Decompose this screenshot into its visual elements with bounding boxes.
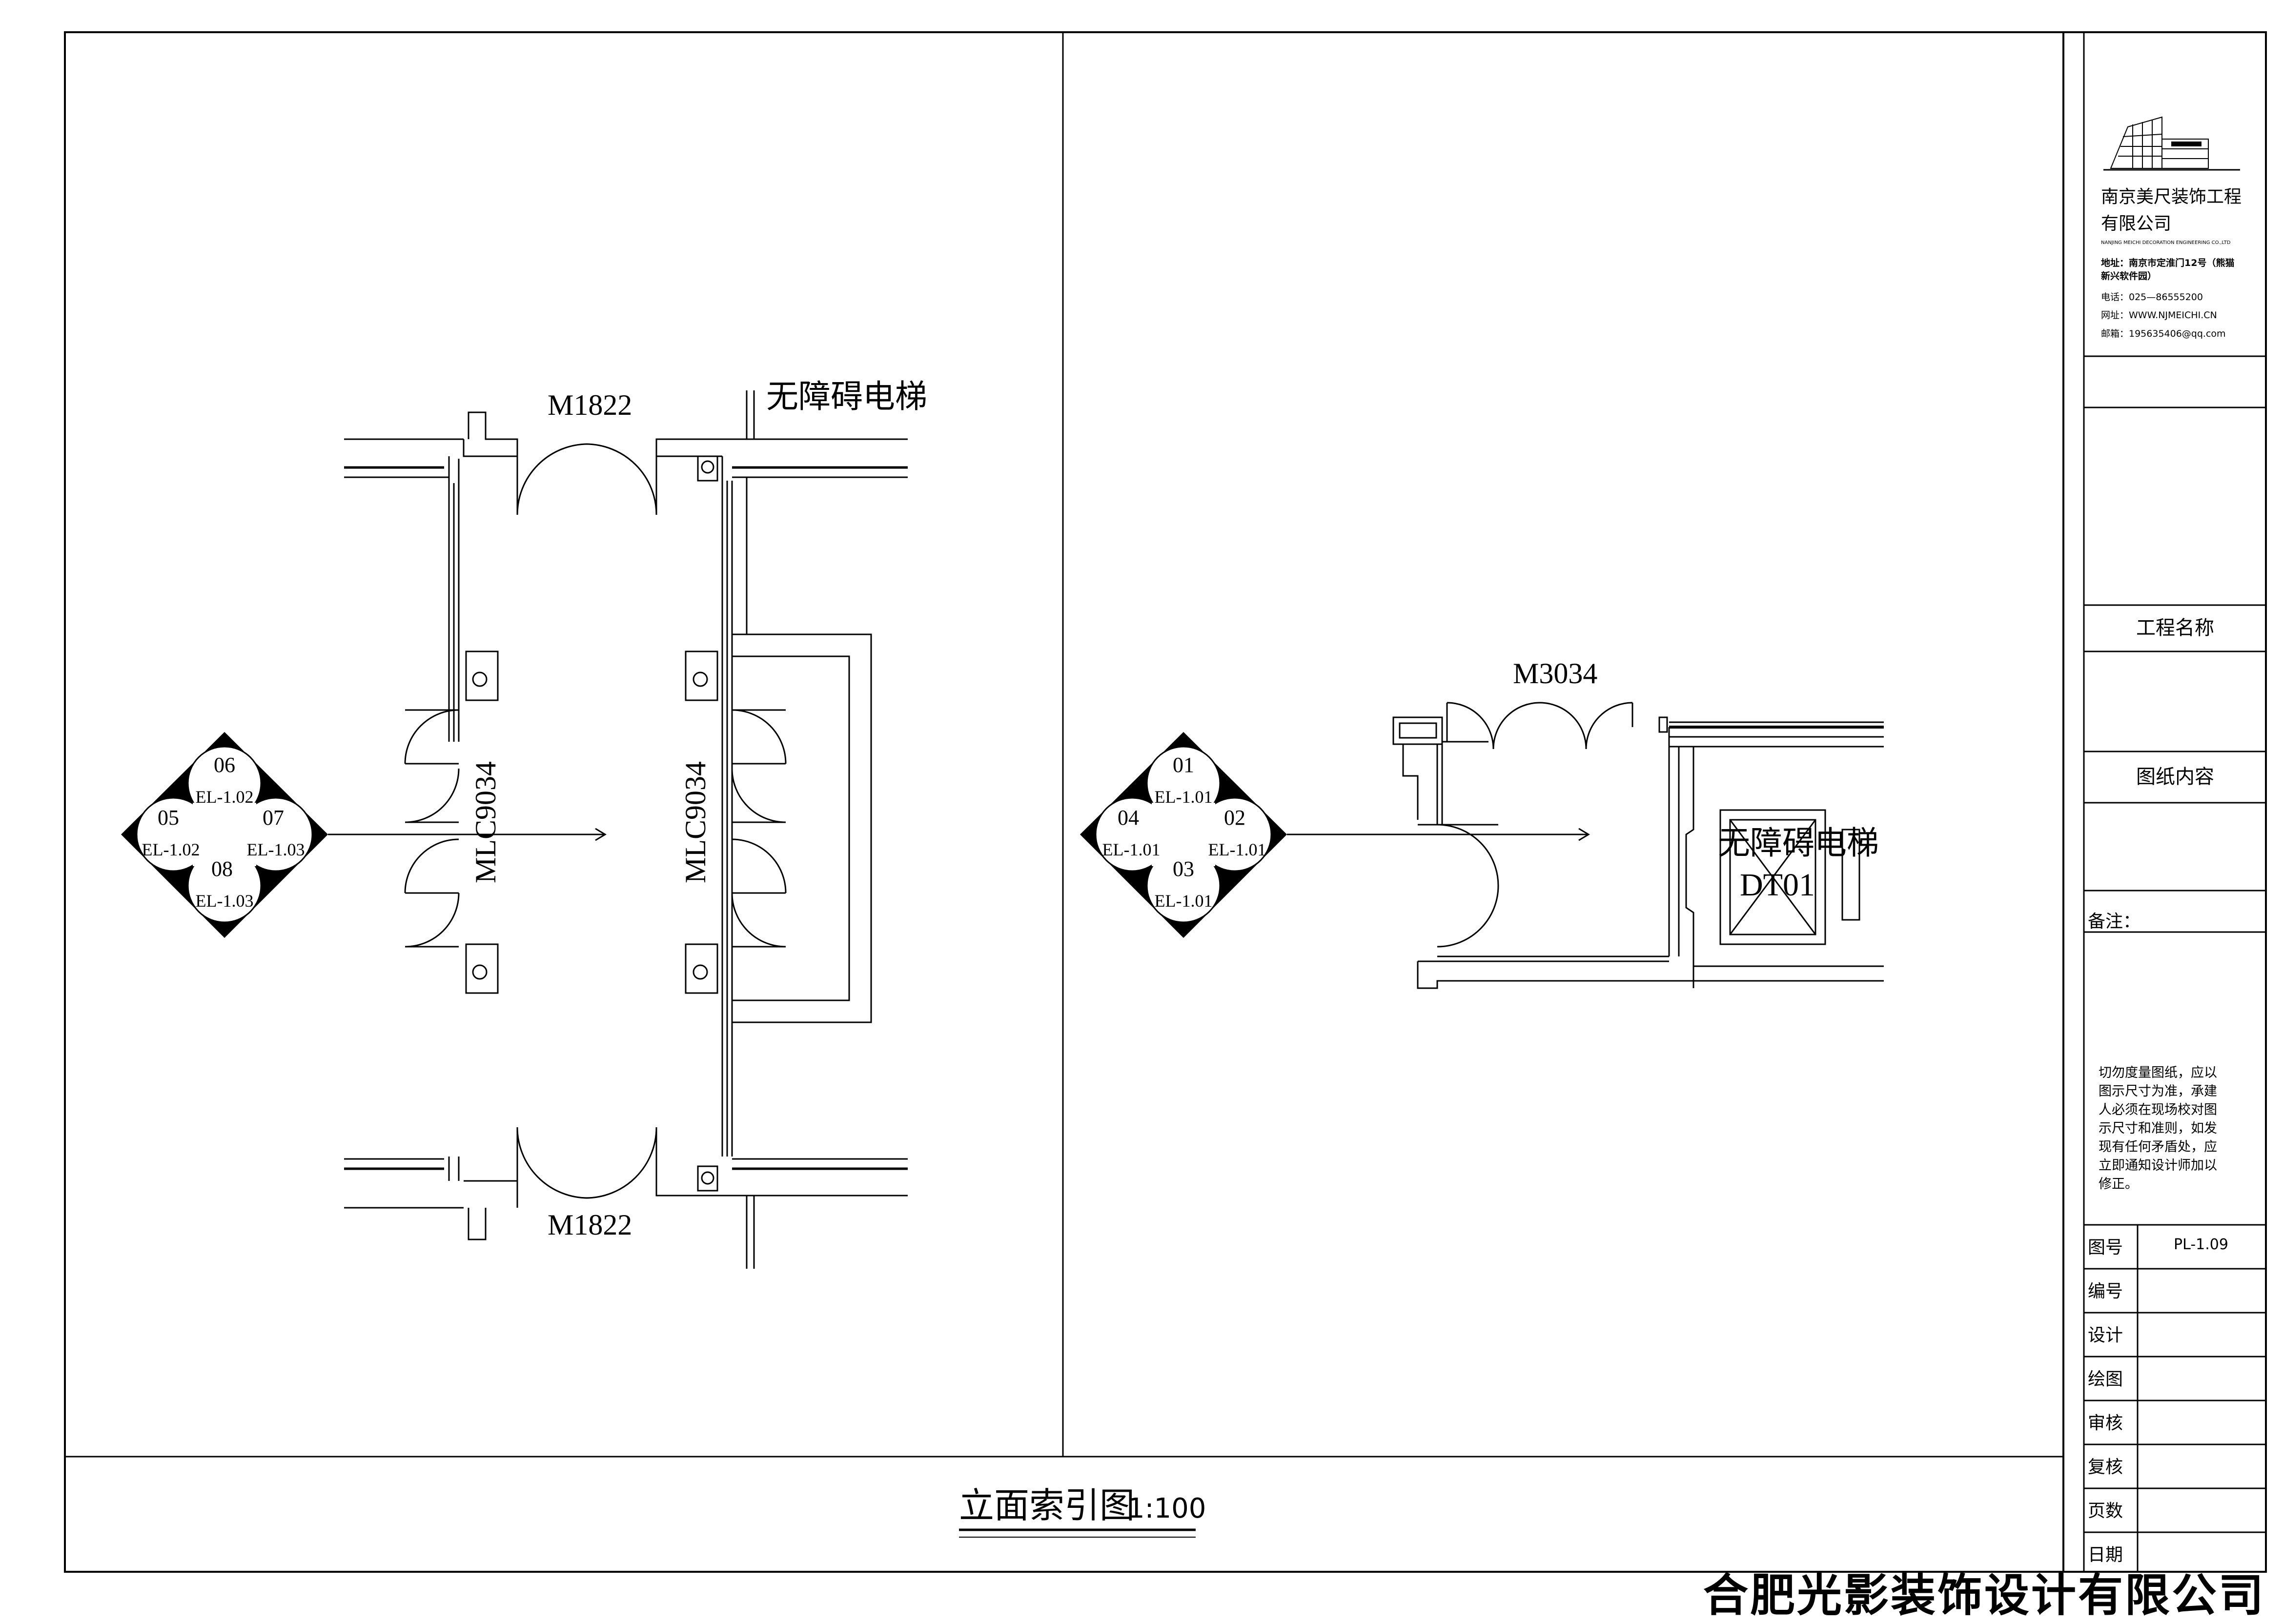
left-elevator-label-cut: 无障碍电梯 — [766, 379, 927, 415]
note-line: 现有任何矛盾处，应 — [2099, 1139, 2217, 1155]
row-label-review: 审核 — [2088, 1413, 2123, 1433]
right-index-top-ref: EL-1.01 — [1155, 787, 1213, 807]
row-label-drawing: 绘图 — [2088, 1369, 2123, 1389]
row-label-pages: 页数 — [2088, 1501, 2123, 1521]
left-index-left-number: 05 — [158, 806, 179, 830]
drawing-content-label: 图纸内容 — [2136, 766, 2214, 788]
row-label-recheck: 复核 — [2088, 1457, 2123, 1477]
left-index-right-number: 07 — [263, 806, 284, 830]
company-phone: 电话：025—86555200 — [2101, 292, 2203, 303]
company-address-line1: 地址：南京市定淮门12号（熊猫 — [2101, 257, 2234, 268]
company-website: 网址：WWW.NJMEICHI.CN — [2101, 310, 2217, 321]
right-elevator-name: 无障碍电梯 — [1718, 826, 1879, 861]
drawing-title-group: 立面索引图 1:100 — [959, 1486, 1206, 1538]
disclaimer-note: 切勿度量图纸，应以 图示尺寸为准，承建 人必须在现场校对图 示尺寸和准则，如发 … — [2099, 1065, 2217, 1192]
company-address-line2: 新兴软件园） — [2101, 270, 2157, 282]
drawing-title: 立面索引图 — [959, 1486, 1135, 1525]
drawing-scale: 1:100 — [1127, 1493, 1206, 1524]
right-plan — [1392, 702, 1884, 989]
left-index-bottom-number: 08 — [211, 857, 233, 881]
right-index-right-number: 02 — [1224, 806, 1245, 830]
left-window-label-a: MLC9034 — [469, 761, 502, 883]
left-index-top-ref: EL-1.02 — [196, 787, 254, 807]
note-line: 修正。 — [2099, 1177, 2138, 1192]
right-index-bottom-ref: EL-1.01 — [1155, 891, 1213, 911]
left-door-top-label: M1822 — [548, 389, 632, 421]
left-index-right-ref: EL-1.03 — [247, 840, 305, 859]
left-index-left-ref: EL-1.02 — [142, 840, 200, 859]
right-index-left-number: 04 — [1118, 806, 1139, 830]
company-name-line1: 南京美尺装饰工程 — [2101, 187, 2242, 207]
right-elevator-code: DT01 — [1740, 867, 1815, 903]
right-index-top-number: 01 — [1173, 753, 1194, 777]
left-window-label-b: MLC9034 — [679, 761, 712, 883]
company-logo — [2103, 116, 2240, 171]
right-door-top-label: M3034 — [1513, 657, 1597, 690]
title-block-rows: 图号 PL-1.09 编号 设计 绘图 审核 复核 页数 日期 — [2088, 1236, 2228, 1565]
company-name-en: NANJING MEICHI DECORATION ENGINEERING CO… — [2101, 240, 2231, 245]
left-elevation-index-symbol — [121, 732, 607, 938]
left-index-bottom-ref: EL-1.03 — [196, 891, 254, 911]
row-label-design: 设计 — [2088, 1325, 2123, 1345]
company-email: 邮箱：195635406@qq.com — [2101, 328, 2226, 339]
row-label-drawing-number: 图号 — [2088, 1238, 2123, 1258]
remarks-label: 备注： — [2088, 912, 2140, 932]
right-elevation-index-symbol — [1080, 732, 1590, 938]
note-line: 立即通知设计师加以 — [2099, 1158, 2217, 1173]
drafting-credit: 合肥光影装饰设计有限公司 绘制 — [1703, 1569, 2283, 1622]
right-index-left-ref: EL-1.01 — [1102, 840, 1161, 859]
title-block — [2083, 32, 2266, 1572]
right-index-bottom-number: 03 — [1173, 857, 1194, 881]
note-line: 图示尺寸为准，承建 — [2099, 1084, 2217, 1099]
note-line: 示尺寸和准则，如发 — [2099, 1121, 2217, 1136]
note-line: 切勿度量图纸，应以 — [2099, 1065, 2217, 1080]
left-index-top-number: 06 — [214, 753, 235, 777]
right-index-right-ref: EL-1.01 — [1208, 840, 1266, 859]
row-value-drawing-number: PL-1.09 — [2174, 1236, 2228, 1253]
left-door-bottom-label: M1822 — [548, 1209, 632, 1241]
project-name-label: 工程名称 — [2136, 617, 2214, 639]
note-line: 人必须在现场校对图 — [2099, 1102, 2217, 1117]
row-label-date: 日期 — [2088, 1545, 2123, 1565]
company-name-line2: 有限公司 — [2101, 214, 2171, 234]
row-label-code: 编号 — [2088, 1281, 2123, 1301]
left-plan — [344, 390, 908, 1269]
